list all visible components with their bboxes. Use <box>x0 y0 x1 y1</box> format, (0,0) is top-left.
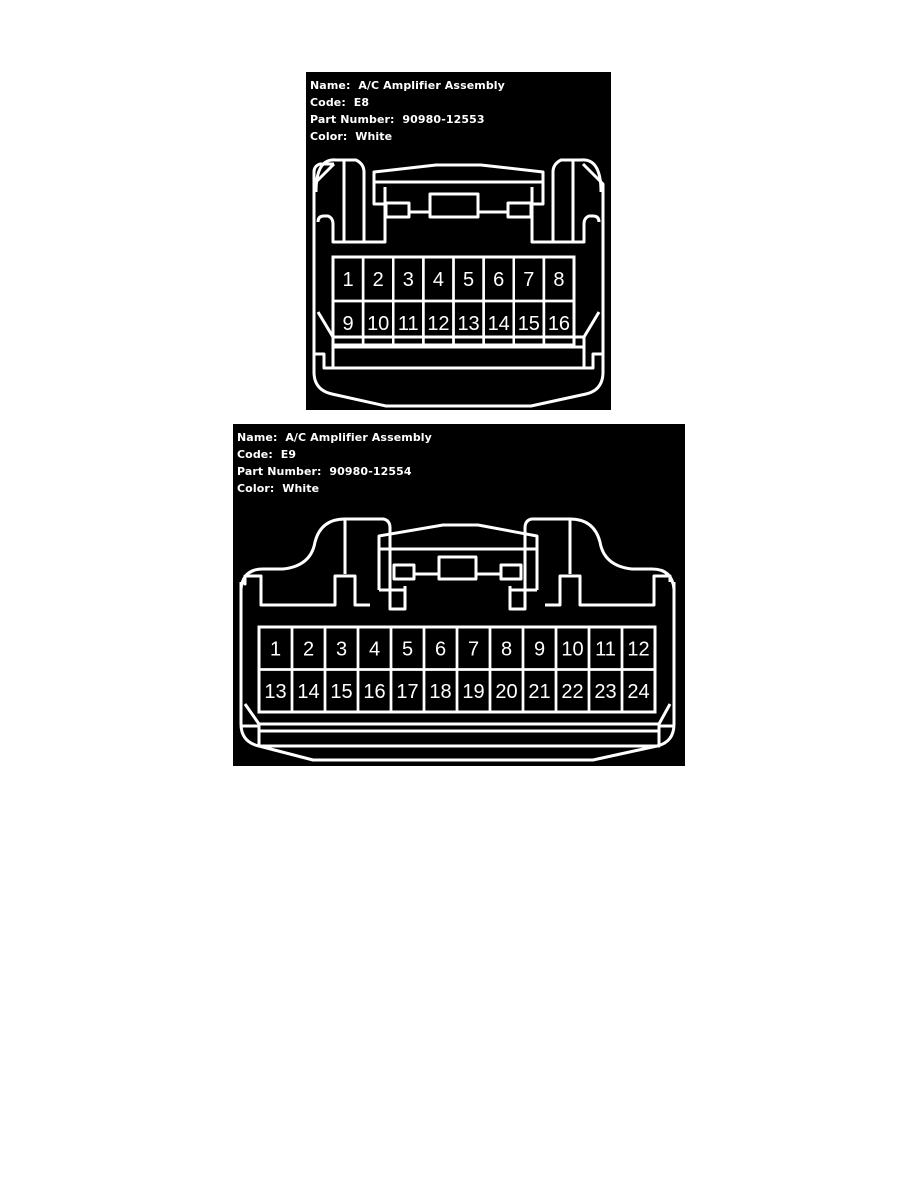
part-number-row: Part Number: 90980-12553 <box>310 113 485 126</box>
pin-number: 16 <box>548 313 570 335</box>
code-row: Code: E9 <box>237 448 297 461</box>
pin-cell <box>620 668 657 714</box>
pin-number: 19 <box>462 681 484 703</box>
pin-number: 20 <box>495 681 517 703</box>
pin-number: 4 <box>369 638 380 660</box>
pin-number: 6 <box>493 269 504 291</box>
pin-cell <box>542 299 576 347</box>
pin-number: 13 <box>457 313 479 335</box>
connector-color: White <box>282 482 320 495</box>
pin-number: 13 <box>264 681 286 703</box>
pin-number: 3 <box>403 269 414 291</box>
pin-number: 12 <box>627 638 649 660</box>
code-row: Code: E8 <box>310 96 370 109</box>
pin-number: 1 <box>270 638 281 660</box>
name-row: Name: A/C Amplifier Assembly <box>237 431 432 444</box>
pin-number: 9 <box>343 313 354 335</box>
pin-number: 6 <box>435 638 446 660</box>
name-row: Name: A/C Amplifier Assembly <box>310 79 505 92</box>
pin-number: 10 <box>367 313 389 335</box>
pin-number: 9 <box>534 638 545 660</box>
pin-number: 17 <box>396 681 418 703</box>
pin-number: 15 <box>330 681 352 703</box>
connector-e9-info: Name: A/C Amplifier Assembly Code: E9 Pa… <box>237 429 432 497</box>
color-row: Color: White <box>237 482 320 495</box>
pin-number: 14 <box>488 313 510 335</box>
pin-number: 1 <box>343 269 354 291</box>
pin-number: 8 <box>553 269 564 291</box>
pin-number: 7 <box>523 269 534 291</box>
connector-color: White <box>355 130 393 143</box>
part-number: 90980-12554 <box>329 465 412 478</box>
connector-e8-panel: Name: A/C Amplifier Assembly Code: E8 Pa… <box>306 72 611 410</box>
connector-code: E8 <box>353 96 370 109</box>
pin-number: 21 <box>528 681 550 703</box>
connector-e9-panel: Name: A/C Amplifier Assembly Code: E9 Pa… <box>233 424 685 766</box>
pin-number: 4 <box>433 269 444 291</box>
connector-name: A/C Amplifier Assembly <box>285 431 432 444</box>
pin-number: 11 <box>595 638 616 660</box>
pin-number: 14 <box>297 681 319 703</box>
pin-number: 16 <box>363 681 385 703</box>
part-number: 90980-12553 <box>402 113 485 126</box>
pin-number: 24 <box>627 681 649 703</box>
pin-number: 22 <box>561 681 583 703</box>
pin-number: 5 <box>463 269 474 291</box>
pin-number: 5 <box>402 638 413 660</box>
pin-number: 10 <box>561 638 583 660</box>
part-number-row: Part Number: 90980-12554 <box>237 465 412 478</box>
pin-number: 11 <box>398 313 419 335</box>
pin-number: 12 <box>427 313 449 335</box>
pin-number: 7 <box>468 638 479 660</box>
connector-e8-info: Name: A/C Amplifier Assembly Code: E8 Pa… <box>310 77 505 145</box>
connector-name: A/C Amplifier Assembly <box>358 79 505 92</box>
connector-code: E9 <box>280 448 297 461</box>
color-row: Color: White <box>310 130 393 143</box>
pin-number: 23 <box>594 681 616 703</box>
pin-number: 8 <box>501 638 512 660</box>
pin-number: 2 <box>373 269 384 291</box>
pin-number: 3 <box>336 638 347 660</box>
pin-number: 2 <box>303 638 314 660</box>
pin-number: 15 <box>518 313 540 335</box>
pin-number: 18 <box>429 681 451 703</box>
